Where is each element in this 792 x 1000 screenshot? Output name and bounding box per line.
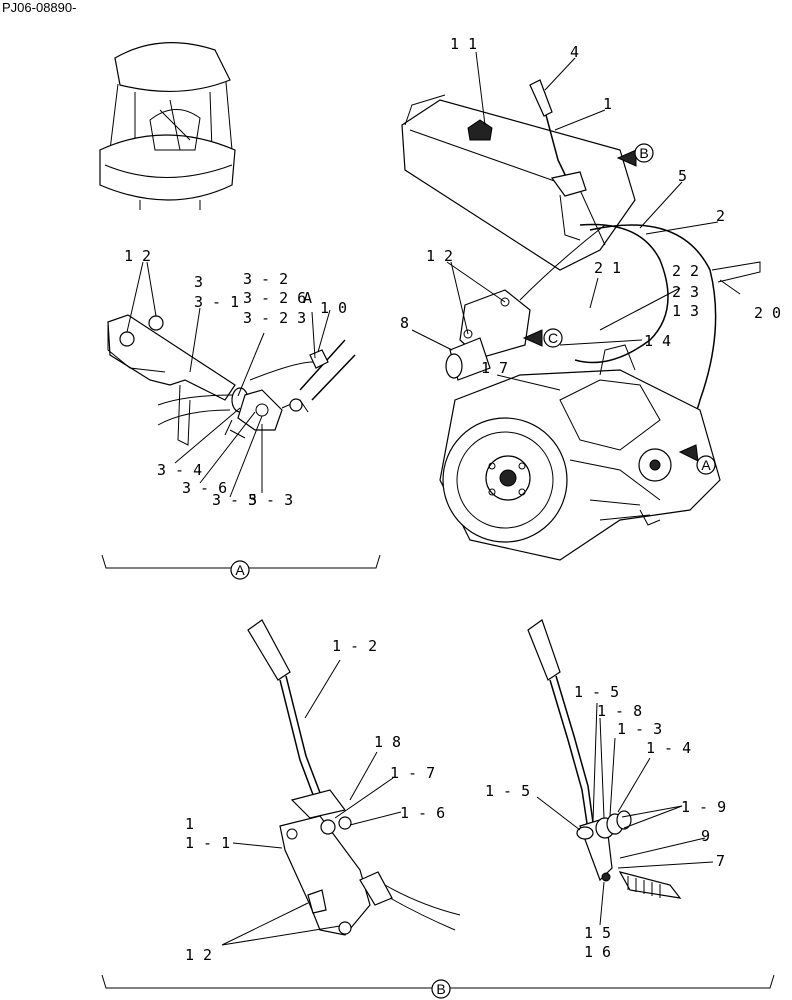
callout-b-1-5-left: 1 - 5 [485, 782, 530, 800]
callout-2: 2 [716, 207, 725, 225]
callout-1: 1 [603, 95, 612, 113]
callout-13: 1 3 [672, 302, 699, 320]
callout-a-3-6: 3 - 6 [182, 479, 227, 497]
callout-b-1-7: 1 - 7 [390, 764, 435, 782]
callout-b-1-4: 1 - 4 [646, 739, 691, 757]
callout-b-18: 1 8 [374, 733, 401, 751]
callout-a-3-26: 3 - 2 6 [243, 289, 306, 307]
svg-text:A: A [235, 562, 245, 578]
callout-a-3-5: 3 - 5 [212, 491, 257, 509]
view-marker-a-detail: A [230, 560, 250, 580]
engine-assembly-illustration [401, 79, 761, 561]
callout-5: 5 [678, 167, 687, 185]
callout-a-3-23: 3 - 2 3 [243, 309, 306, 327]
callout-4: 4 [570, 43, 579, 61]
svg-text:C: C [548, 330, 558, 346]
callout-b-1-5-top: 1 - 5 [574, 683, 619, 701]
callout-b-1-1: 1 - 1 [185, 834, 230, 852]
callout-a-3-1: 3 - 1 [194, 293, 239, 311]
callout-a-a-suffix: A [303, 289, 312, 307]
view-marker-a-main: A [696, 455, 716, 475]
callout-a-3: 3 [194, 273, 203, 291]
callout-b-16: 1 6 [584, 943, 611, 961]
machine-overview-illustration [99, 42, 236, 210]
callout-17: 1 7 [481, 359, 508, 377]
callout-a-3-3: 3 - 3 [248, 491, 293, 509]
callout-a-10: 1 0 [320, 299, 347, 317]
callout-b-1-2: 1 - 2 [332, 637, 377, 655]
callout-8: 8 [400, 314, 409, 332]
callout-21: 2 1 [594, 259, 621, 277]
callout-b-1-9: 1 - 9 [681, 798, 726, 816]
callout-22: 2 2 [672, 262, 699, 280]
callouts-detail-a: 1 2 3 3 - 1 3 - 2 3 - 2 6 A 3 - 2 3 1 0 … [124, 247, 347, 509]
callout-b-15: 1 5 [584, 924, 611, 942]
callout-12-main: 1 2 [426, 247, 453, 265]
svg-text:A: A [701, 457, 711, 473]
view-marker-b-main: B [634, 143, 654, 163]
callout-b-9: 9 [701, 827, 710, 845]
callouts-main: 1 1 4 1 5 2 1 2 2 1 2 2 2 3 1 3 2 0 8 1 … [400, 35, 781, 377]
callout-b-1: 1 [185, 815, 194, 833]
callout-b-12: 1 2 [185, 946, 212, 964]
callout-b-1-8: 1 - 8 [597, 702, 642, 720]
callout-20: 2 0 [754, 304, 781, 322]
callout-14: 1 4 [644, 332, 671, 350]
callouts-detail-b-right: 1 - 5 1 - 8 1 - 3 1 - 4 1 - 5 1 - 9 9 7 … [485, 683, 726, 961]
view-marker-b-detail: B [431, 979, 451, 999]
callout-23: 2 3 [672, 283, 699, 301]
callout-a-12: 1 2 [124, 247, 151, 265]
detail-b-left-illustration [247, 619, 461, 936]
svg-text:B: B [639, 145, 648, 161]
callout-b-1-3: 1 - 3 [617, 720, 662, 738]
callout-a-3-4: 3 - 4 [157, 461, 202, 479]
svg-text:B: B [436, 981, 445, 997]
callout-a-3-2: 3 - 2 [243, 270, 288, 288]
leader-lines [126, 51, 741, 946]
callout-11: 1 1 [450, 35, 477, 53]
document-id: PJ06-08890- [2, 0, 77, 15]
detail-b-right-illustration [527, 619, 682, 899]
callouts-detail-b-left: 1 - 2 1 8 1 - 7 1 - 6 1 1 - 1 1 2 [185, 637, 445, 964]
callout-b-7: 7 [716, 852, 725, 870]
view-markers: B C A A B [230, 143, 716, 999]
view-marker-c-main: C [543, 328, 563, 348]
callout-b-1-6: 1 - 6 [400, 804, 445, 822]
detail-a-illustration [107, 314, 356, 446]
